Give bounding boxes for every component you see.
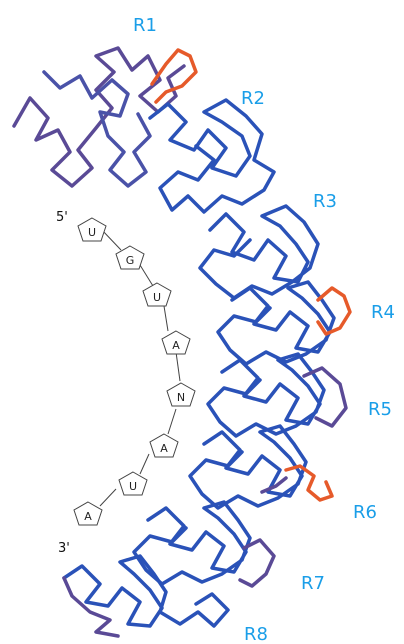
nucleotide: U bbox=[118, 471, 148, 496]
r6-backbone-trace bbox=[188, 424, 308, 510]
repeat-label-r4: R4 bbox=[371, 302, 395, 323]
repeat-label-r2: R2 bbox=[241, 88, 265, 109]
repeat-label-r5: R5 bbox=[368, 399, 392, 420]
repeat-label-r6: R6 bbox=[353, 502, 377, 523]
r8-backbone-trace bbox=[62, 554, 230, 628]
r4-loop bbox=[316, 286, 352, 336]
nucleotide-base: N bbox=[177, 391, 185, 404]
rna-link bbox=[163, 305, 169, 332]
rna-link bbox=[139, 264, 154, 287]
r4-backbone-trace bbox=[216, 280, 336, 366]
r5-backbone-trace-2 bbox=[302, 366, 348, 428]
r5-backbone-trace bbox=[206, 352, 326, 438]
nucleotide-base: A bbox=[172, 339, 180, 352]
rna-link bbox=[175, 351, 181, 382]
nucleotide: U bbox=[142, 282, 172, 307]
repeat-label-r1: R1 bbox=[133, 15, 157, 36]
r7-backbone-trace-2 bbox=[238, 538, 276, 588]
r6-backbone-trace-2 bbox=[260, 476, 288, 494]
rna-link bbox=[99, 488, 117, 507]
rna-link bbox=[139, 453, 150, 475]
r6-loop bbox=[284, 464, 334, 502]
rna-backbone-links bbox=[99, 228, 181, 507]
nucleotide: G bbox=[115, 245, 145, 270]
nucleotide-base: G bbox=[126, 254, 135, 267]
repeat-label-r3: R3 bbox=[313, 191, 337, 212]
nucleotide-base: A bbox=[160, 442, 168, 455]
r2-backbone-trace bbox=[148, 98, 276, 214]
r1-loop bbox=[150, 48, 198, 104]
repeat-labels: R1 R2 R3 R4 R5 R6 R7 R8 bbox=[133, 15, 395, 644]
protein-backbone bbox=[12, 46, 352, 638]
r8-backbone-trace-2 bbox=[62, 576, 120, 638]
nucleotide: A bbox=[149, 433, 179, 458]
r3-backbone-trace bbox=[198, 204, 320, 300]
nucleotide-base: U bbox=[153, 291, 161, 304]
three-prime-label: 3' bbox=[58, 541, 70, 556]
nucleotide: N bbox=[166, 382, 196, 407]
r7-backbone-trace bbox=[132, 500, 252, 586]
rna-link bbox=[167, 408, 177, 435]
nucleotide: U bbox=[77, 217, 107, 242]
nucleotide: A bbox=[161, 330, 191, 355]
r1-backbone-trace-2 bbox=[42, 70, 152, 188]
nucleotide-base: A bbox=[84, 510, 92, 523]
nucleotide-base: U bbox=[88, 226, 96, 239]
rna-strand: U G U A N A U A bbox=[73, 217, 196, 526]
nucleotide: A bbox=[73, 501, 103, 526]
five-prime-label: 5' bbox=[56, 210, 68, 225]
repeat-label-r7: R7 bbox=[301, 573, 325, 594]
nucleotide-base: U bbox=[129, 480, 137, 493]
repeat-label-r8: R8 bbox=[244, 624, 268, 644]
r1-backbone-trace bbox=[12, 46, 186, 188]
